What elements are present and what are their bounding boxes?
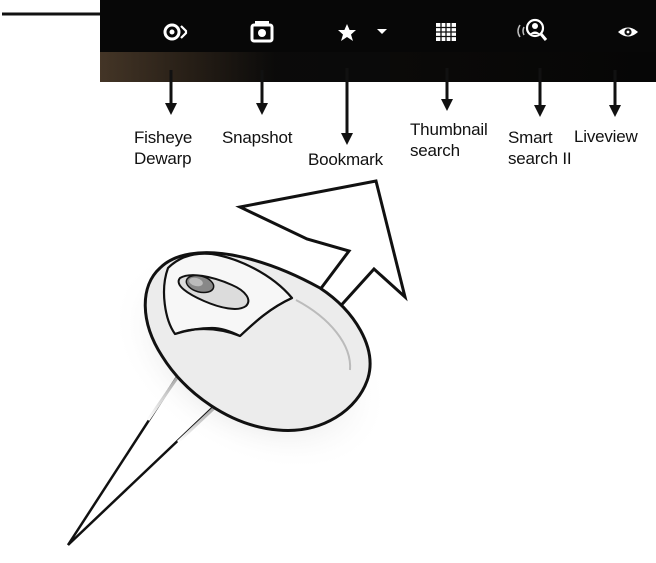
thumbnail-search-label: Thumbnail search bbox=[410, 119, 488, 161]
label-line: Smart bbox=[508, 128, 552, 147]
smart-search-label: Smart search II bbox=[508, 127, 571, 169]
fisheye-dewarp-label: Fisheye Dewarp bbox=[134, 127, 192, 169]
label-line: search bbox=[410, 141, 460, 160]
label-line: search II bbox=[508, 149, 571, 168]
snapshot-label: Snapshot bbox=[222, 127, 292, 148]
bookmark-label: Bookmark bbox=[308, 149, 383, 170]
label-line: Snapshot bbox=[222, 128, 292, 147]
liveview-label: Liveview bbox=[574, 126, 638, 147]
label-line: Thumbnail bbox=[410, 120, 488, 139]
label-line: Fisheye bbox=[134, 128, 192, 147]
label-line: Dewarp bbox=[134, 149, 191, 168]
label-line: Bookmark bbox=[308, 150, 383, 169]
thumbnail-search-button[interactable] bbox=[436, 23, 456, 41]
grid-icon bbox=[436, 23, 456, 41]
toolbar bbox=[100, 0, 656, 82]
label-line: Liveview bbox=[574, 127, 638, 146]
